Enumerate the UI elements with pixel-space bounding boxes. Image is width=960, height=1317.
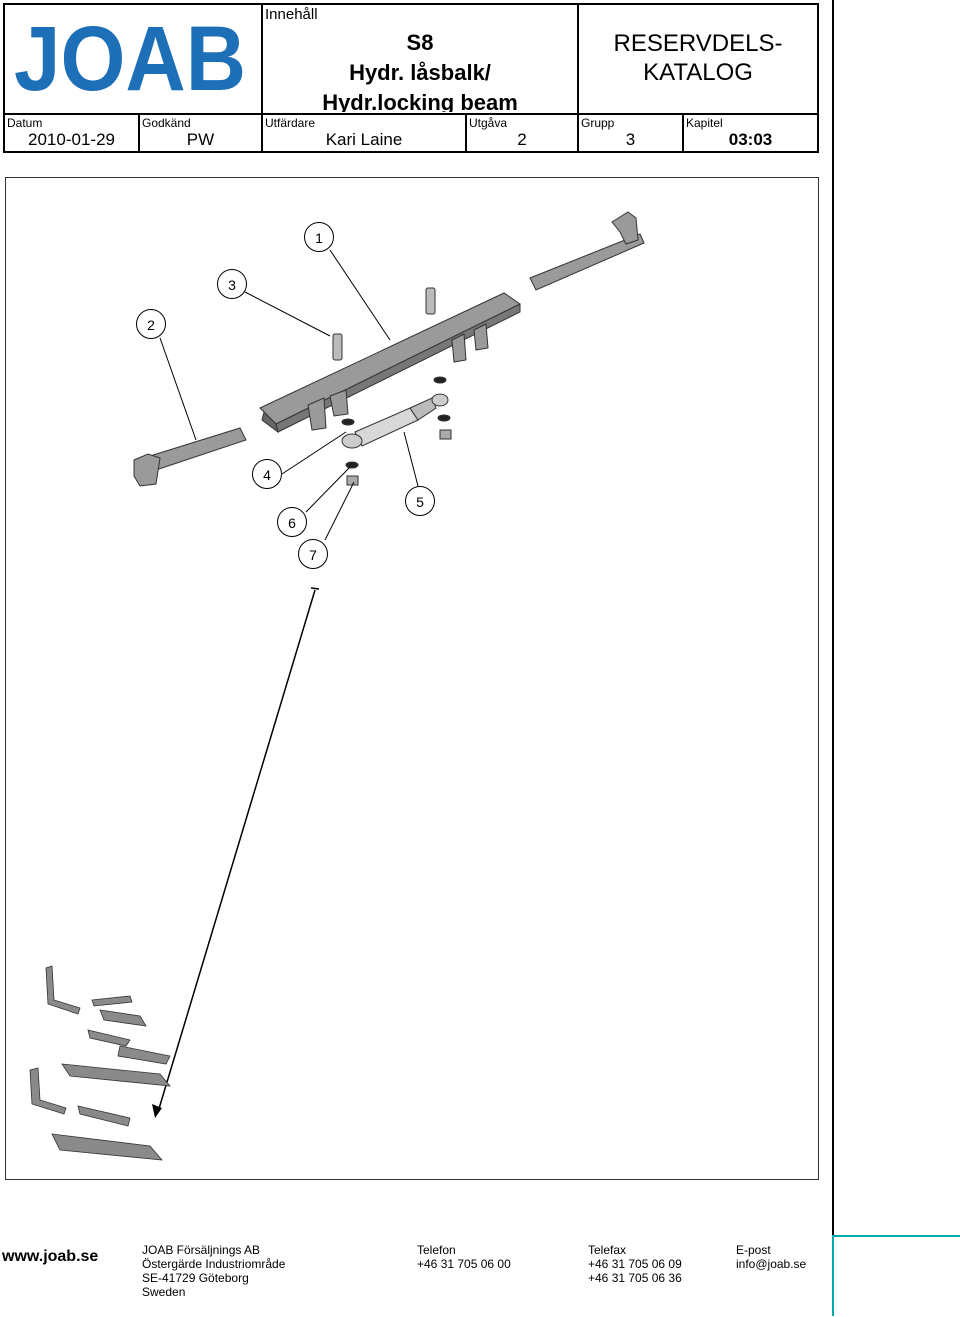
catalog-title-line1: RESERVDELS-	[613, 30, 783, 57]
country: Sweden	[142, 1285, 186, 1299]
margin-rule	[832, 1236, 834, 1316]
exploded-view-drawing	[29, 211, 645, 1161]
margin-rule	[832, 0, 834, 1235]
divider	[3, 113, 819, 115]
fax-number-1: +46 31 705 06 09	[588, 1257, 682, 1271]
callout-7: 7	[298, 539, 328, 569]
date-label: Datum	[7, 116, 43, 130]
group-value: 3	[625, 130, 636, 149]
drawing-area	[5, 177, 819, 1180]
date-value: 2010-01-29	[28, 130, 115, 149]
approved-label: Godkänd	[142, 116, 191, 130]
chapter-label: Kapitel	[686, 116, 723, 130]
website-link[interactable]: www.joab.se	[2, 1248, 99, 1265]
rail-right	[529, 233, 645, 291]
divider	[577, 3, 579, 153]
pin	[425, 287, 436, 315]
machine-overview	[29, 965, 171, 1161]
divider	[682, 114, 684, 153]
approved-value: PW	[186, 130, 215, 149]
fax-number-2: +46 31 705 06 36	[588, 1271, 682, 1285]
fax-label: Telefax	[588, 1243, 627, 1257]
group-label: Grupp	[581, 116, 615, 130]
rail-left	[149, 427, 247, 471]
email-address[interactable]: info@joab.se	[736, 1257, 807, 1271]
divider	[138, 114, 140, 153]
model-name: S8	[406, 30, 434, 55]
phone-number: +46 31 705 06 00	[417, 1257, 511, 1271]
callout-2: 2	[136, 309, 166, 339]
callout-1: 1	[304, 222, 334, 252]
joab-logo: JOAB	[14, 8, 246, 110]
address-line-1: Östergärde Industriområde	[142, 1257, 286, 1271]
address-line-2: SE-41729 Göteborg	[142, 1271, 249, 1285]
phone-label: Telefon	[417, 1243, 456, 1257]
hydraulic-cylinder	[354, 407, 419, 447]
callout-6: 6	[277, 507, 307, 537]
callout-4: 4	[252, 459, 282, 489]
pin	[332, 333, 343, 361]
content-label: Innehåll	[265, 6, 318, 23]
edition-value: 2	[517, 130, 527, 149]
chapter-value: 03:03	[728, 130, 773, 149]
issuer-label: Utfärdare	[265, 116, 316, 130]
locking-beam	[259, 292, 521, 425]
edition-label: Utgåva	[469, 116, 508, 130]
callout-3: 3	[217, 269, 247, 299]
title-english: Hydr.locking beam	[322, 90, 518, 112]
issuer-value: Kari Laine	[325, 130, 403, 149]
catalog-title-line2: KATALOG	[643, 59, 753, 86]
margin-rule	[832, 1235, 960, 1237]
divider	[261, 3, 263, 153]
company-name: JOAB Försäljnings AB	[142, 1243, 261, 1257]
callout-5: 5	[405, 486, 435, 516]
divider	[465, 114, 467, 153]
svg-text:JOAB: JOAB	[14, 14, 246, 96]
title-swedish: Hydr. låsbalk/	[349, 60, 491, 85]
title-block	[3, 3, 819, 153]
email-label: E-post	[736, 1243, 771, 1257]
